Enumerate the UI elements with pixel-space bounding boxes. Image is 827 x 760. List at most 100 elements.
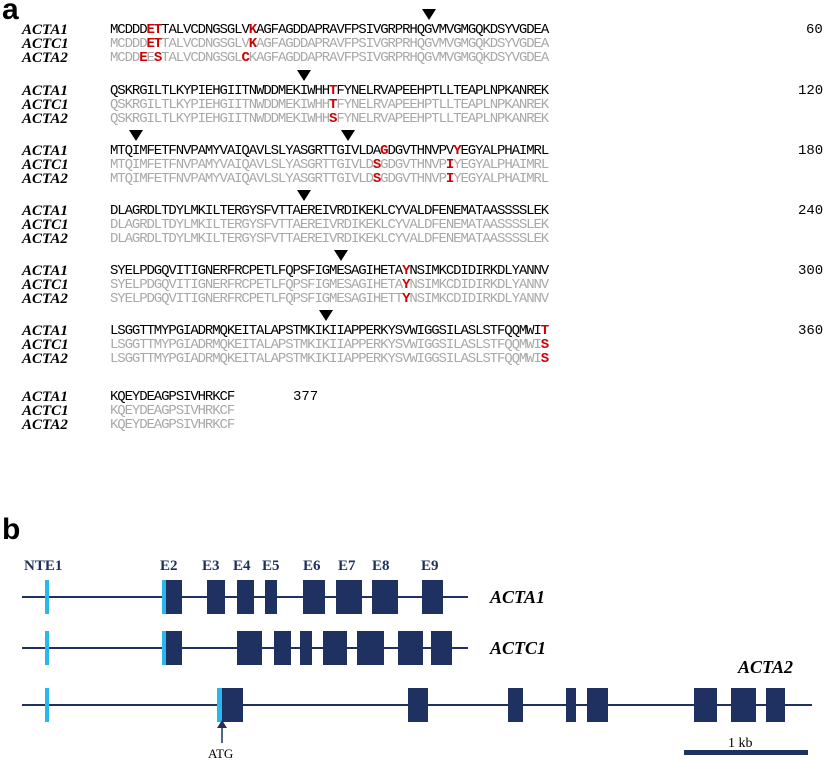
residue-number: 120 — [798, 83, 824, 99]
variant-residue: S — [153, 50, 162, 66]
sequence-row: KQEYDEAGPSIVHRKCF — [110, 417, 235, 433]
variant-residue: Y — [402, 277, 410, 293]
sequence-row: MTQIMFETFNVPAMYVAIQAVLSLYASGRTTGIVLDAGDG… — [110, 143, 549, 159]
exon-label-e9: E9 — [421, 558, 439, 574]
sequence-row: DLAGRDLTDYLMKILTERGYSFVTTAEREIVRDIKEKLCY… — [110, 203, 549, 219]
sequence-row: MCDDEESTALVCDNGSGLCKAGFAGDDAPRAVFPSIVGRP… — [110, 50, 549, 66]
variant-residue: C — [241, 50, 249, 66]
variant-residue: E — [139, 50, 147, 66]
gene-name-actc1: ACTC1 — [22, 157, 69, 173]
sequence-row: LSGGTTMYPGIADRMQKEITALAPSTMKIKIIAPPERKYS… — [110, 337, 549, 353]
variant-residue: I — [445, 157, 454, 173]
atg-label: ATG — [208, 746, 233, 760]
variant-residue: Y — [402, 263, 410, 279]
variant-residue: T — [540, 323, 549, 339]
mutation-arrow — [297, 190, 312, 201]
variant-residue: E — [146, 22, 155, 38]
sequence-row: SYELPDGQVITIGNERFRCPETLFQPSFIGMESAGIHETA… — [110, 263, 549, 279]
exon-e3 — [207, 580, 225, 614]
exon-nte1 — [45, 580, 49, 614]
mutation-arrow — [128, 130, 143, 141]
sequence-row: DLAGRDLTDYLMKILTERGYSFVTTAEREIVRDIKEKLCY… — [110, 217, 549, 233]
variant-residue: S — [540, 337, 549, 353]
sequence-row: LSGGTTMYPGIADRMQKEITALAPSTMKIKIIAPPERKYS… — [110, 351, 549, 367]
exon-label-e4: E4 — [233, 558, 251, 574]
sequence-row: QSKRGILTLKYPIEHGIITNWDDMEKIWHHTFYNELRVAP… — [110, 83, 549, 99]
variant-residue: S — [372, 157, 381, 173]
gene-name-actc1: ACTC1 — [22, 217, 69, 233]
sequence-row: SYELPDGQVITIGNERFRCPETLFQPSFIGMESAGIHETT… — [110, 291, 549, 307]
sequence-row: QSKRGILTLKYPIEHGIITNWDDMEKIWHHTFYNELRVAP… — [110, 97, 549, 113]
scale-bar: 1 kb — [684, 736, 808, 755]
gene-name-acta2: ACTA2 — [22, 231, 68, 247]
exon-label-e6: E6 — [303, 558, 321, 574]
gene-name-actc1: ACTC1 — [22, 277, 69, 293]
gene-name-acta2: ACTA2 — [22, 50, 68, 66]
variant-residue: G — [380, 143, 388, 159]
sequence-row: MTQIMFETFNVPAMYVAIQAVLSLYASGRTTGIVLDSGDG… — [110, 157, 549, 173]
sequence-row: KQEYDEAGPSIVHRKCF — [110, 389, 235, 405]
atg-marker: ATG — [208, 720, 233, 760]
gene-name-acta1: ACTA1 — [22, 22, 68, 38]
gene-label-actc1: ACTC1 — [489, 638, 546, 658]
exon-label-e8: E8 — [372, 558, 390, 574]
variant-residue: T — [329, 83, 337, 99]
gene-name-actc1: ACTC1 — [22, 403, 69, 419]
sequence-row: QSKRGILTLKYPIEHGIITNWDDMEKIWHHSFYNELRVAP… — [110, 111, 549, 127]
residue-number: 300 — [798, 263, 824, 279]
exon-label-e5: E5 — [262, 558, 280, 574]
sequence-row: MCDDDETTALVCDNGSGLVKAGFAGDDAPRAVFPSIVGRP… — [110, 36, 549, 52]
gene-name-acta1: ACTA1 — [22, 203, 68, 219]
exon-e2 — [162, 580, 182, 614]
variant-residue: E — [146, 36, 155, 52]
sequence-row: SYELPDGQVITIGNERFRCPETLFQPSFIGMESAGIHETA… — [110, 277, 549, 293]
residue-number: 360 — [798, 323, 824, 339]
variant-residue: Y — [402, 291, 410, 307]
variant-residue: K — [248, 36, 257, 52]
gene-name-acta2: ACTA2 — [22, 111, 68, 127]
gene-name-acta2: ACTA2 — [22, 171, 68, 187]
gene-name-actc1: ACTC1 — [22, 337, 69, 353]
gene-name-acta1: ACTA1 — [22, 143, 68, 159]
variant-residue: I — [445, 171, 454, 187]
exon-e4 — [237, 580, 254, 614]
scale-bar-label: 1 kb — [728, 736, 753, 751]
gene-actc1-track: ACTC1 — [22, 631, 546, 665]
exon-e5 — [265, 580, 277, 614]
variant-residue: T — [153, 36, 162, 52]
sequence-row: DLAGRDLTDYLMKILTERGYSFVTTAEREIVRDIKEKLCY… — [110, 231, 549, 247]
mutation-arrow — [341, 130, 356, 141]
mutation-arrow — [319, 310, 334, 321]
exon-e6 — [303, 580, 325, 614]
residue-number: 180 — [798, 143, 824, 159]
mutation-arrow — [333, 250, 348, 261]
variant-residue: S — [329, 111, 337, 127]
variant-residue: Y — [453, 143, 461, 159]
residue-number: 377 — [293, 389, 319, 405]
gene-name-acta2: ACTA2 — [22, 291, 68, 307]
exon-e8 — [372, 580, 398, 614]
gene-name-acta2: ACTA2 — [22, 417, 68, 433]
gene-name-acta1: ACTA1 — [22, 323, 68, 339]
mutation-arrow — [297, 70, 312, 81]
gene-acta1-track: ACTA1 — [22, 580, 545, 614]
gene-name-acta2: ACTA2 — [22, 351, 68, 367]
sequence-row: LSGGTTMYPGIADRMQKEITALAPSTMKIKIIAPPERKYS… — [110, 323, 549, 339]
variant-residue: S — [540, 351, 549, 367]
sequence-row: MCDDDETTALVCDNGSGLVKAGFAGDDAPRAVFPSIVGRP… — [110, 22, 549, 38]
exon-label-e3: E3 — [202, 558, 220, 574]
gene-name-actc1: ACTC1 — [22, 36, 69, 52]
gene-name-acta1: ACTA1 — [22, 263, 68, 279]
panel-a-label: a — [2, 0, 19, 26]
gene-acta2-track: ACTA2 — [22, 657, 812, 722]
residue-number: 60 — [806, 22, 823, 38]
gene-name-acta1: ACTA1 — [22, 389, 68, 405]
exon-e9 — [422, 580, 443, 614]
gene-label-acta2: ACTA2 — [737, 657, 793, 677]
variant-residue: T — [153, 22, 162, 38]
variant-residue: S — [372, 171, 381, 187]
sequence-row: MTQIMFETFNVPAMYVAIQAVLSLYASGRTTGIVLDSGDG… — [110, 171, 549, 187]
sequence-row: KQEYDEAGPSIVHRKCF — [110, 403, 235, 419]
variant-residue: K — [248, 22, 257, 38]
